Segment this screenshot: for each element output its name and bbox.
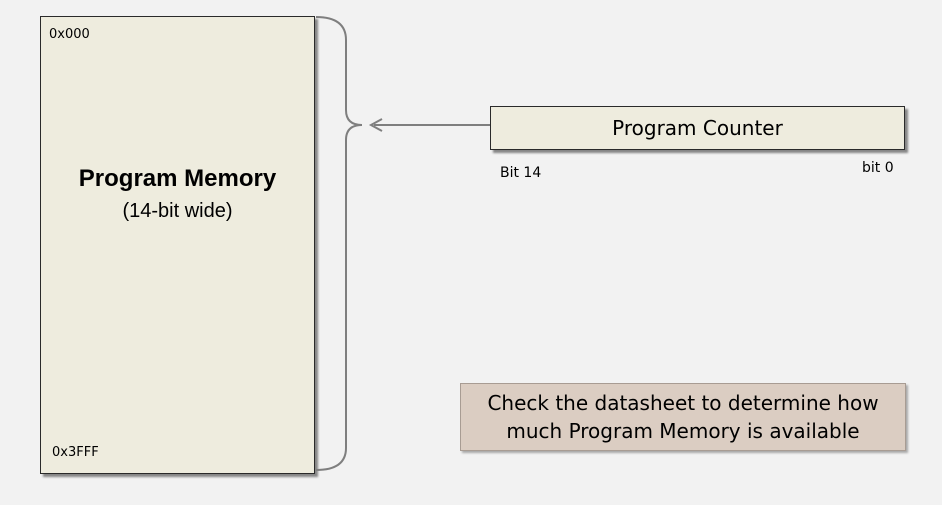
program-counter-label: Program Counter	[612, 116, 783, 140]
note-line-1: Check the datasheet to determine how	[487, 391, 879, 415]
program-memory-block: 0x000 Program Memory (14-bit wide) 0x3FF…	[40, 16, 315, 474]
datasheet-note: Check the datasheet to determine how muc…	[460, 383, 906, 451]
start-address-label: 0x000	[49, 27, 90, 42]
program-counter-box: Program Counter	[490, 106, 905, 150]
high-bit-label: Bit 14	[500, 165, 542, 181]
arrow-left-icon	[368, 118, 383, 132]
memory-title: Program Memory	[78, 165, 277, 192]
memory-subtitle: (14-bit wide)	[122, 200, 233, 222]
low-bit-label: bit 0	[862, 160, 894, 176]
note-line-2: much Program Memory is available	[506, 419, 860, 443]
curly-brace-icon	[315, 16, 363, 471]
end-address-label: 0x3FFF	[52, 445, 99, 460]
